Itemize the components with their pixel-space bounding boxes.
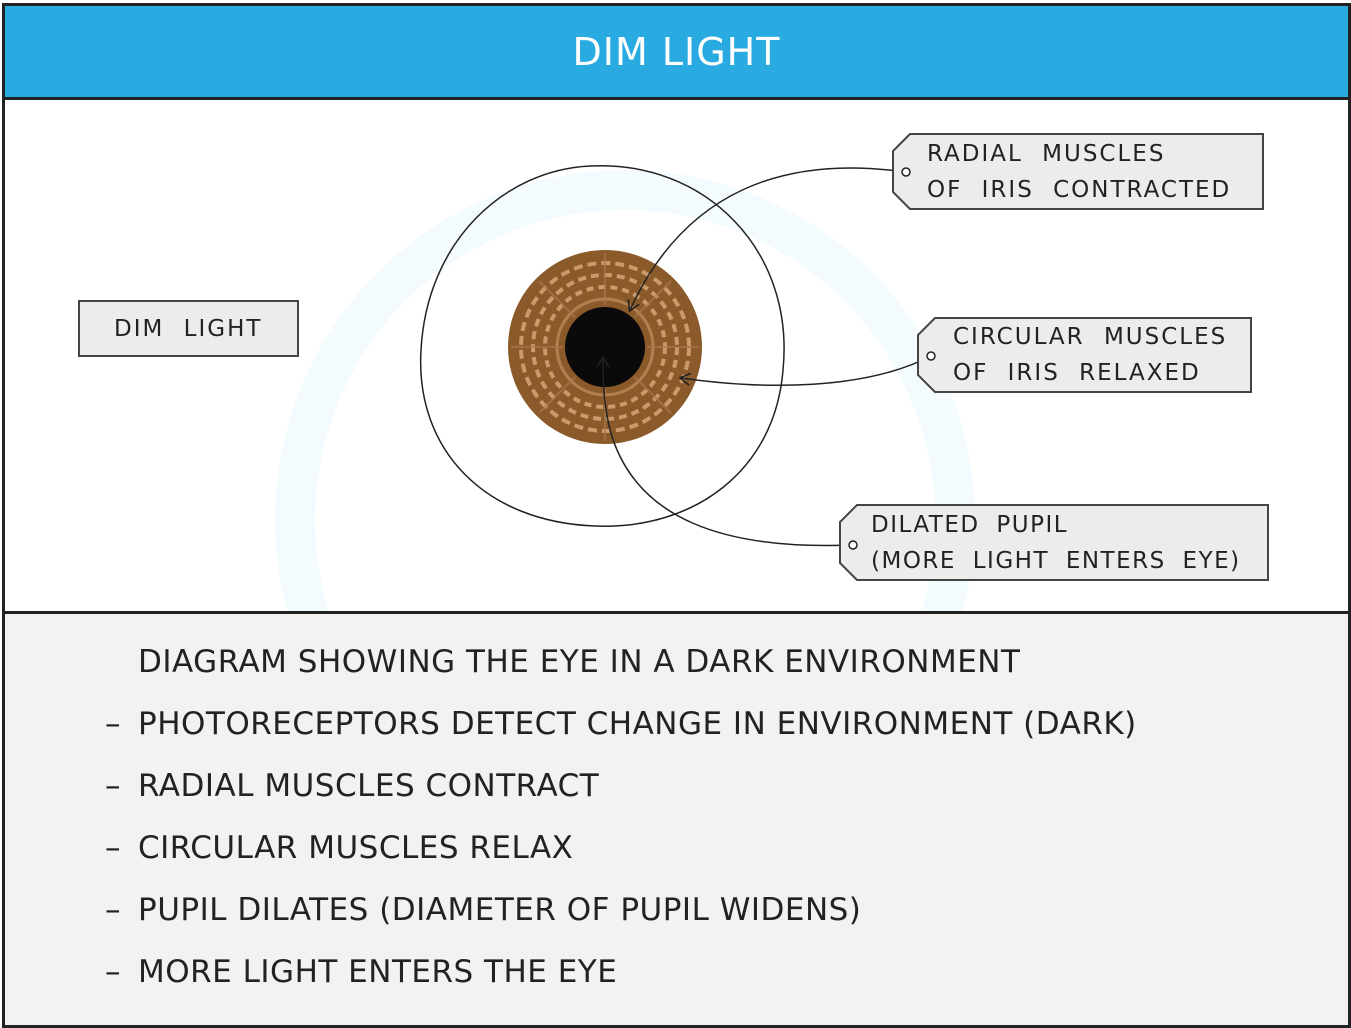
tag-shape-dilated <box>839 504 1269 581</box>
notes-heading: DIAGRAM SHOWING THE EYE IN A DARK ENVIRO… <box>138 644 1021 680</box>
label-radial-muscles: RADIAL MUSCLES OF IRIS CONTRACTED <box>927 136 1231 208</box>
dash: – <box>105 768 121 804</box>
notes-item-text: RADIAL MUSCLES CONTRACT <box>138 768 600 804</box>
eye-diagram-svg <box>275 133 1269 611</box>
condition-label: DIM LIGHT <box>78 300 299 357</box>
notes-item: –MORE LIGHT ENTERS THE EYE <box>105 954 1137 1016</box>
arrow-dilated-pupil <box>596 355 853 547</box>
tag-shape-circular <box>917 317 1252 393</box>
anchor-dot <box>848 540 858 550</box>
notes-item: –PHOTORECEPTORS DETECT CHANGE IN ENVIRON… <box>105 706 1137 768</box>
notes-item: –PUPIL DILATES (DIAMETER OF PUPIL WIDENS… <box>105 892 1137 954</box>
label-dilated-line1: DILATED PUPIL <box>871 512 1069 538</box>
label-radial-line1: RADIAL MUSCLES <box>927 141 1166 167</box>
label-radial-line2: OF IRIS CONTRACTED <box>927 177 1232 203</box>
notes-item: –CIRCULAR MUSCLES RELAX <box>105 830 1137 892</box>
label-dilated-line2: (MORE LIGHT ENTERS EYE) <box>871 548 1241 574</box>
header-bar: DIM LIGHT <box>5 6 1348 100</box>
arrow-radial-muscles <box>627 167 906 313</box>
eye-outline <box>419 165 785 527</box>
notes-panel: DIAGRAM SHOWING THE EYE IN A DARK ENVIRO… <box>5 611 1348 1025</box>
notes-item-text: PHOTORECEPTORS DETECT CHANGE IN ENVIRONM… <box>138 706 1137 742</box>
pupil <box>565 307 645 387</box>
label-circular-line2: OF IRIS RELAXED <box>953 360 1201 386</box>
dash: – <box>105 830 121 866</box>
arrow-circular-muscles <box>678 355 932 387</box>
eye-diagram: DIM LIGHT RADIAL MUSCLES OF IRIS CONTRAC… <box>5 100 1348 611</box>
notes-item: –RADIAL MUSCLES CONTRACT <box>105 768 1137 830</box>
label-dilated-pupil: DILATED PUPIL (MORE LIGHT ENTERS EYE) <box>871 507 1241 579</box>
notes-list: –PHOTORECEPTORS DETECT CHANGE IN ENVIRON… <box>105 706 1137 1016</box>
anchor-dot <box>926 351 936 361</box>
label-circular-muscles: CIRCULAR MUSCLES OF IRIS RELAXED <box>953 319 1227 391</box>
dash: – <box>105 892 121 928</box>
dash: – <box>105 954 121 990</box>
header-title: DIM LIGHT <box>572 29 781 74</box>
notes-item-text: PUPIL DILATES (DIAMETER OF PUPIL WIDENS) <box>138 892 862 928</box>
notes-item-text: CIRCULAR MUSCLES RELAX <box>138 830 574 866</box>
tag-shape-radial <box>892 133 1264 210</box>
figure-frame: DIM LIGHT <box>2 3 1351 1028</box>
dash: – <box>105 706 121 742</box>
condition-label-text: DIM LIGHT <box>114 316 263 342</box>
label-circular-line1: CIRCULAR MUSCLES <box>953 324 1228 350</box>
notes-item-text: MORE LIGHT ENTERS THE EYE <box>138 954 618 990</box>
anchor-dot <box>901 167 911 177</box>
